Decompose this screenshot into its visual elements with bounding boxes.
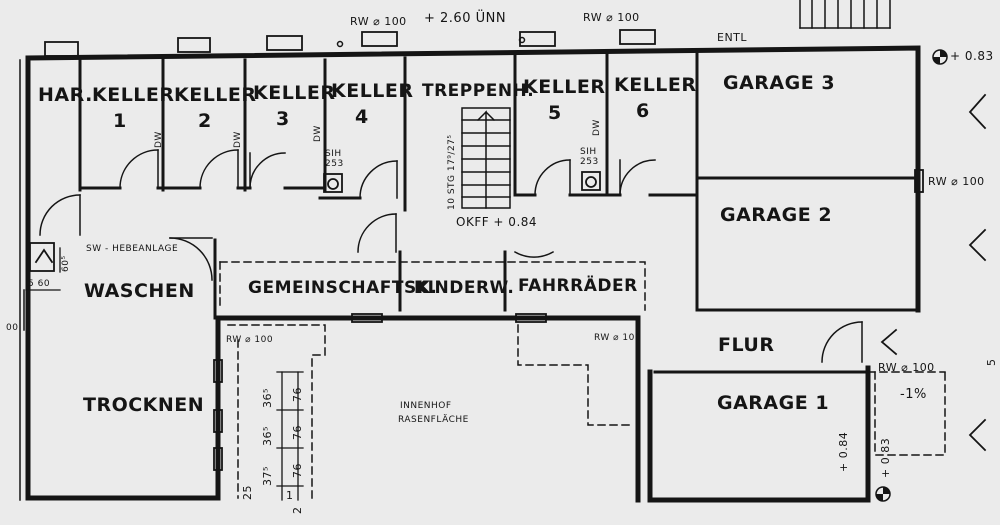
- room-label-keller-5: KELLER: [523, 76, 606, 98]
- room-label-keller-3: KELLER: [253, 82, 336, 104]
- annotation-okff: OKFF + 0.84: [456, 215, 538, 229]
- dimension-left-1: 36⁵: [261, 388, 274, 408]
- annotation-rw-innenhof-right: RW ⌀ 100: [594, 333, 642, 343]
- interior-walls: [26, 50, 920, 374]
- room-label-garage-2: GARAGE 2: [720, 204, 833, 226]
- staircase: [461, 107, 511, 209]
- annotation-rw-right: RW ⌀ 100: [928, 175, 985, 188]
- annotation-dw-2: DW: [233, 131, 243, 148]
- annotation-stair-note: 10 STG 17⁹/27⁵: [447, 134, 457, 210]
- room-label-treppenhaus: TREPPENH.: [422, 81, 535, 101]
- annotation-dw-4: DW: [592, 119, 602, 136]
- room-number-keller-2: 2: [198, 110, 212, 132]
- annotation-sw-hebeanlage: SW - HEBEANLAGE: [86, 244, 179, 254]
- dimension-76-1: 76: [291, 387, 304, 402]
- dimension-76-3: 76: [291, 463, 304, 478]
- annotation-sih-right: SIH: [580, 147, 597, 157]
- annotation-dw-3: DW: [313, 125, 323, 142]
- dimension-bottom-2: 2: [291, 506, 304, 515]
- room-label-keller-6: KELLER: [614, 74, 697, 96]
- annotation-entl: ENTL: [717, 31, 748, 44]
- room-label-kinderwagen: KINDERW.: [414, 278, 515, 298]
- windows: [44, 29, 924, 471]
- room-label-flur: FLUR: [718, 334, 775, 356]
- annotation-sw-dim: 60⁵: [61, 255, 71, 272]
- dimension-left-2: 36⁵: [261, 426, 274, 446]
- annotation-rw-innenhof-left: RW ⌀ 100: [226, 335, 274, 345]
- dimension-76-2: 76: [291, 425, 304, 440]
- annotation-level-top-right: + 0.83: [950, 49, 994, 63]
- annotation-rw-top-right: RW ⌀ 100: [583, 11, 640, 24]
- annotation-sih-left-value: 253: [325, 159, 344, 169]
- annotation-rw-top-left: RW ⌀ 100: [350, 15, 407, 28]
- annotation-level-bottom-right: + 0.83: [879, 437, 892, 478]
- dimension-bottom-1: 1: [286, 489, 294, 502]
- room-number-keller-6: 6: [636, 100, 650, 122]
- room-label-keller-4: KELLER: [331, 80, 414, 102]
- room-label-garage-1: GARAGE 1: [717, 392, 830, 414]
- annotation-sih-right-value: 253: [580, 157, 599, 167]
- room-label-garage-3: GARAGE 3: [723, 72, 836, 94]
- annotation-edge-left: 00: [6, 323, 19, 333]
- annotation-edge-right: 5: [985, 358, 998, 367]
- room-number-keller-1: 1: [113, 110, 127, 132]
- annotation-top-level: + 2.60 ÜNN: [424, 11, 507, 26]
- room-label-innenhof: INNENHOF: [400, 401, 452, 411]
- annotation-dim-560: 5 60: [28, 279, 51, 289]
- dimension-left-4: 25: [241, 485, 254, 500]
- annotation-dw-1: DW: [154, 131, 164, 148]
- room-label-waschen: WASCHEN: [84, 280, 195, 302]
- room-number-keller-5: 5: [548, 102, 562, 124]
- room-number-keller-3: 3: [276, 108, 290, 130]
- annotation-sih-left: SIH: [325, 149, 342, 159]
- dimension-left-3: 37⁵: [261, 466, 274, 486]
- level-markers: [880, 93, 987, 452]
- room-label-fahrraeder: FAHRRÄDER: [518, 276, 638, 296]
- room-label-trocknen: TROCKNEN: [83, 394, 205, 416]
- room-label-rasenflaeche: RASENFLÄCHE: [398, 415, 469, 425]
- annotation-rw-flur: RW ⌀ 100: [878, 361, 935, 374]
- door-swings: [39, 149, 863, 363]
- room-label-gemeinschaftskeller: GEMEINSCHAFTSK.: [248, 278, 438, 298]
- annotation-slope: -1%: [900, 387, 927, 402]
- annotation-level-garage-1: + 0.84: [837, 431, 850, 472]
- room-number-keller-4: 4: [355, 106, 369, 128]
- room-label-keller-1: KELLER: [92, 84, 175, 106]
- room-label-keller-2: KELLER: [174, 84, 257, 106]
- room-label-har: HAR.: [38, 84, 93, 106]
